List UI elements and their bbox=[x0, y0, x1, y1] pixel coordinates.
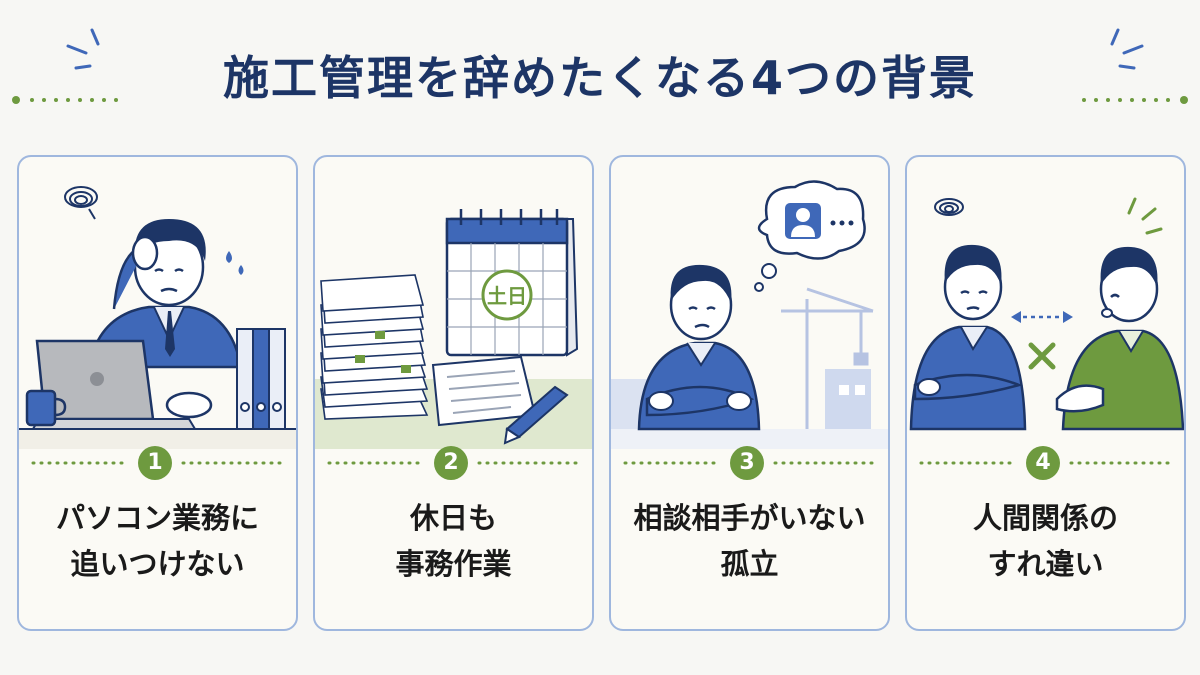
illustration-miscommunication bbox=[909, 197, 1184, 431]
dotted-separator bbox=[327, 461, 581, 465]
card-label-line-2: 追いつけない bbox=[70, 547, 245, 581]
card-1: 1 パソコン業務に 追いつけない bbox=[17, 155, 298, 631]
card-label-line-2: 事務作業 bbox=[395, 547, 512, 581]
card-label-line-1: パソコン業務に bbox=[55, 501, 259, 535]
card-2: 土日 bbox=[313, 155, 594, 631]
stress-scribble-icon bbox=[934, 198, 964, 216]
card-label-line-1: 相談相手がいない bbox=[633, 501, 866, 535]
burst-lines-right-icon bbox=[1110, 28, 1144, 70]
card-number: 2 bbox=[434, 446, 468, 480]
sweat-drop-icon bbox=[226, 251, 244, 275]
illustration-holiday-paperwork: 土日 bbox=[315, 209, 592, 449]
cards-container: 1 パソコン業務に 追いつけない 土日 bbox=[17, 155, 1187, 633]
dotted-separator bbox=[919, 461, 1173, 465]
card-label: 休日も 事務作業 bbox=[315, 495, 592, 587]
pen-icon bbox=[503, 385, 569, 445]
stress-scribble-icon bbox=[64, 186, 98, 220]
card-number: 4 bbox=[1026, 446, 1060, 480]
card-label: 相談相手がいない 孤立 bbox=[611, 495, 888, 587]
card-3: 3 相談相手がいない 孤立 bbox=[609, 155, 890, 631]
page-title: 施工管理を辞めたくなる4つの背景 bbox=[222, 51, 977, 105]
dotted-separator bbox=[623, 461, 877, 465]
calendar-icon: 土日 bbox=[445, 209, 579, 357]
dotted-line-left bbox=[12, 96, 118, 104]
calendar-weekend-text: 土日 bbox=[487, 284, 527, 308]
crane-icon bbox=[781, 287, 874, 429]
card-number: 3 bbox=[730, 446, 764, 480]
card-label-line-2: すれ違い bbox=[987, 547, 1104, 581]
burst-lines-left-icon bbox=[66, 28, 100, 70]
card-label: 人間関係の すれ違い bbox=[907, 495, 1184, 587]
document-stack-icon bbox=[320, 274, 429, 420]
header: 施工管理を辞めたくなる4つの背景 bbox=[0, 28, 1200, 118]
card-4: 4 人間関係の すれ違い bbox=[905, 155, 1186, 631]
card-label-line-1: 人間関係の bbox=[972, 501, 1118, 535]
binders-icon bbox=[236, 328, 286, 430]
illustration-isolation bbox=[611, 180, 888, 449]
arrow-icon bbox=[1011, 311, 1073, 323]
mug-icon bbox=[25, 389, 67, 427]
dotted-separator bbox=[31, 461, 285, 465]
card-number: 1 bbox=[138, 446, 172, 480]
card-label-line-1: 休日も bbox=[409, 501, 497, 535]
illustration-pc-work bbox=[19, 186, 296, 449]
card-label-line-2: 孤立 bbox=[720, 547, 779, 581]
dotted-line-right bbox=[1082, 96, 1188, 104]
cross-icon bbox=[1028, 342, 1056, 370]
card-label: パソコン業務に 追いつけない bbox=[19, 495, 296, 587]
thought-bubble-icon bbox=[754, 180, 866, 292]
